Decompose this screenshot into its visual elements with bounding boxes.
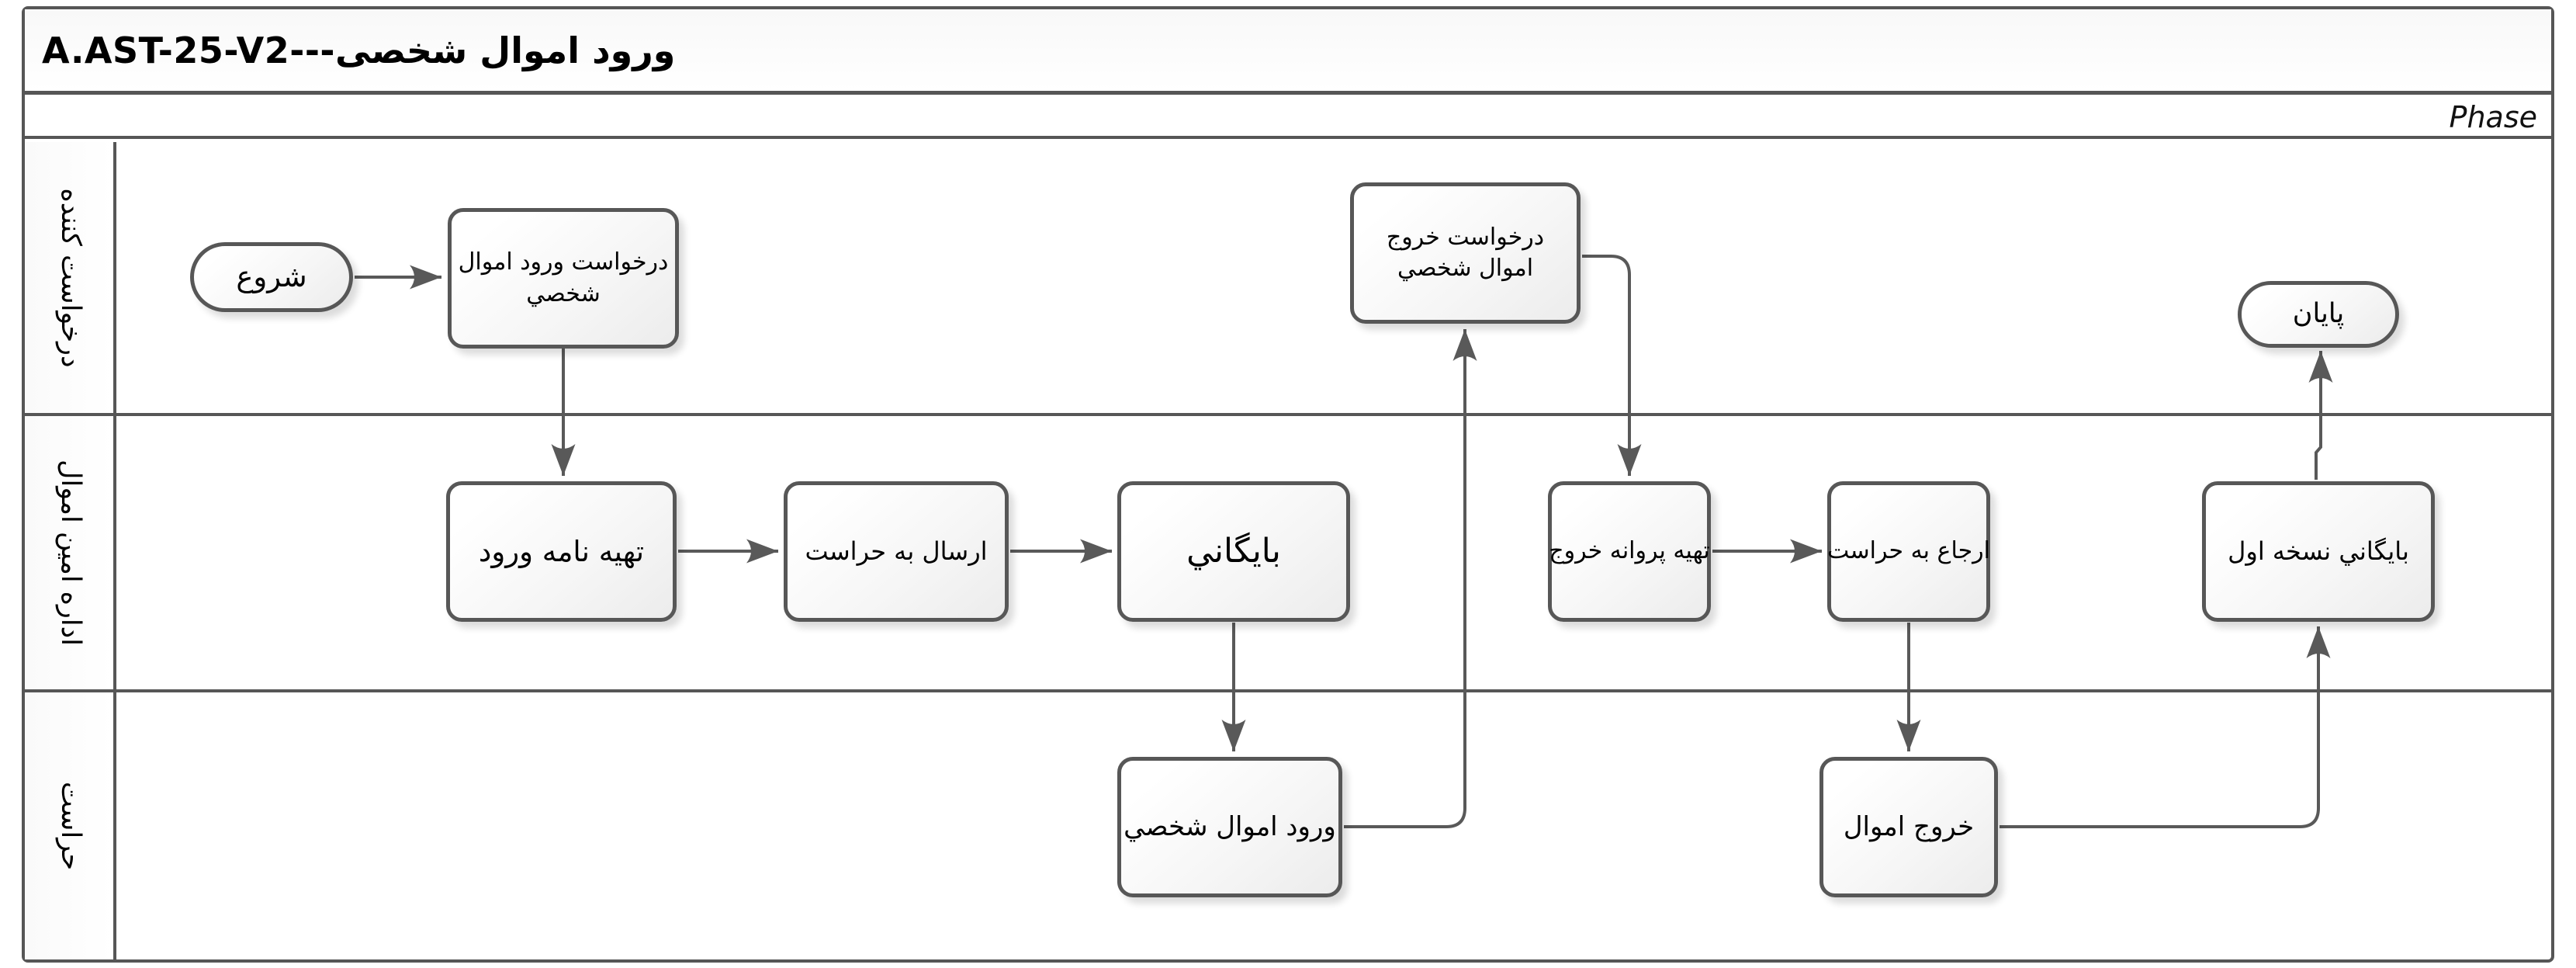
phase-label: Phase [2449, 100, 2537, 134]
node-archive-label: بایگاني [1186, 532, 1281, 571]
node-prepare-exit-permit-label: تهیه پروانه خروج [1549, 537, 1710, 565]
node-prepare-exit-permit[interactable]: تهیه پروانه خروج [1548, 481, 1711, 622]
node-archive-first-copy[interactable]: بایگاني نسخه اول [2202, 481, 2435, 622]
lane-divider-1 [25, 413, 2551, 416]
node-end-label: پایان [2292, 298, 2345, 330]
lane-requester: درخواست کننده [25, 142, 116, 413]
diagram-title: A.AST-25-V2---ورود اموال شخصی [42, 29, 676, 71]
node-start[interactable]: شروع [190, 242, 353, 312]
lane-header-column [25, 142, 116, 959]
lane-property-trustee-office: اداره امین اموال [25, 416, 116, 689]
node-send-to-security-label: ارسال به حراست [805, 536, 988, 566]
node-send-to-security[interactable]: ارسال به حراست [784, 481, 1009, 622]
lane-requester-label: درخواست کننده [55, 187, 86, 368]
node-prepare-entry-letter-label: تهیه نامه ورود [478, 534, 645, 568]
node-request-entry-label: درخواست ورود اموال شخصي [458, 248, 669, 307]
node-exit-property[interactable]: خروج اموال [1819, 757, 1998, 897]
node-exit-property-label: خروج اموال [1843, 810, 1975, 842]
node-request-entry[interactable]: درخواست ورود اموال شخصي [448, 208, 679, 349]
phase-band: Phase [25, 99, 2551, 139]
node-request-exit[interactable]: درخواست خروج اموال شخصي [1350, 182, 1581, 324]
node-end[interactable]: پایان [2238, 281, 2399, 348]
lane-security: حراست [25, 692, 116, 959]
node-request-exit-label: درخواست خروج اموال شخصي [1386, 223, 1545, 283]
node-refer-to-security[interactable]: ارجاع به حراست [1827, 481, 1990, 622]
lane-divider-2 [25, 689, 2551, 692]
lane-property-trustee-office-label: اداره امین اموال [55, 460, 86, 646]
title-band: A.AST-25-V2---ورود اموال شخصی [25, 9, 2551, 95]
node-entry-personal-property[interactable]: ورود اموال شخصي [1117, 757, 1342, 897]
node-refer-to-security-label: ارجاع به حراست [1827, 537, 1990, 565]
node-archive[interactable]: بایگاني [1117, 481, 1350, 622]
node-archive-first-copy-label: بایگاني نسخه اول [2228, 536, 2409, 566]
lane-security-label: حراست [55, 781, 86, 871]
node-prepare-entry-letter[interactable]: تهیه نامه ورود [446, 481, 677, 622]
node-start-label: شروع [236, 260, 307, 294]
node-entry-personal-property-label: ورود اموال شخصي [1124, 810, 1336, 842]
